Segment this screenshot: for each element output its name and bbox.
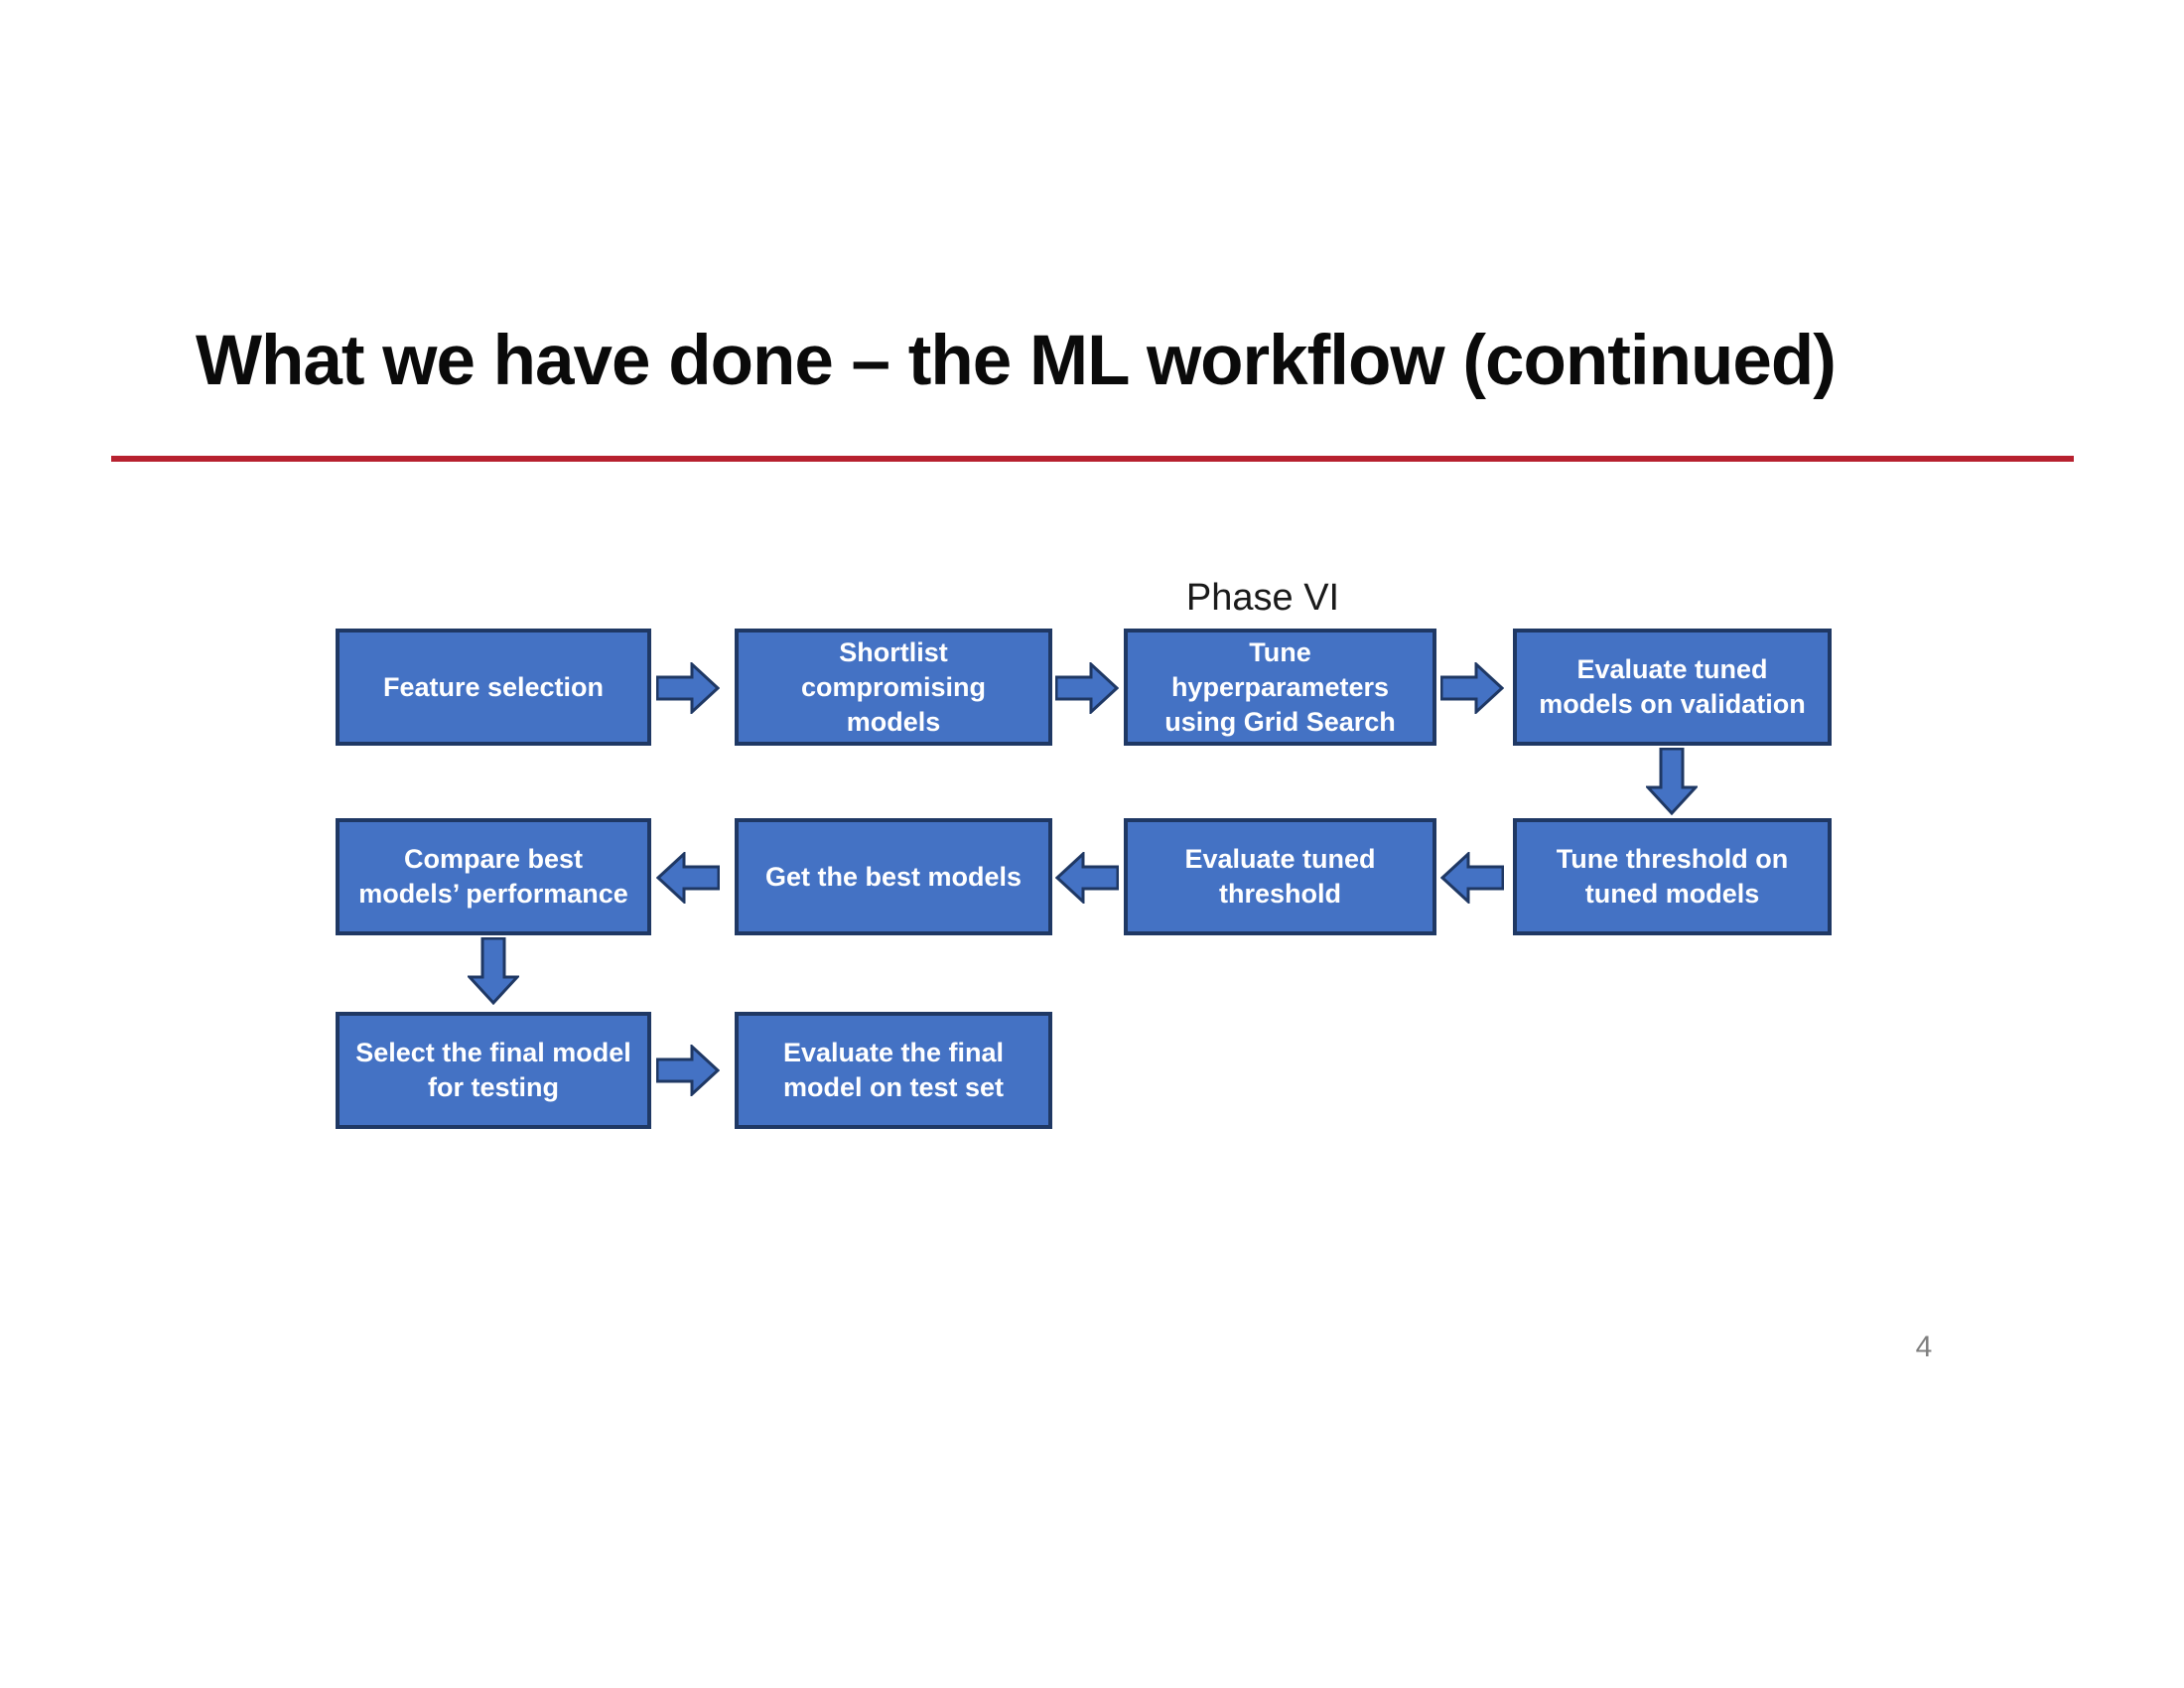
flow-box-compare-best-models: Compare best models’ performance	[336, 818, 651, 935]
flow-box-get-best-models: Get the best models	[735, 818, 1052, 935]
flow-box-label: Tune hyperparameters using Grid Search	[1164, 636, 1396, 737]
flow-box-shortlist-models: Shortlist compromising models	[735, 629, 1052, 746]
flow-box-label: Evaluate tuned models on validation	[1539, 654, 1806, 719]
flow-box-label: Compare best models’ performance	[358, 844, 628, 909]
flow-box-feature-selection: Feature selection	[336, 629, 651, 746]
arrow-down-icon	[1646, 748, 1698, 815]
flow-box-label: Select the final model for testing	[355, 1038, 631, 1102]
arrow-down-icon	[468, 937, 519, 1005]
arrow-right-icon	[1440, 662, 1504, 714]
flow-box-label: Evaluate the final model on test set	[782, 1038, 1005, 1102]
flow-box-evaluate-tuned-models: Evaluate tuned models on validation	[1513, 629, 1832, 746]
flow-box-tune-hyperparameters: Tune hyperparameters using Grid Search	[1124, 629, 1436, 746]
arrow-right-icon	[1055, 662, 1119, 714]
flow-box-evaluate-tuned-threshold: Evaluate tuned threshold	[1124, 818, 1436, 935]
page-number: 4	[1915, 1331, 1933, 1363]
flow-box-select-final-model: Select the final model for testing	[336, 1012, 651, 1129]
arrow-right-icon	[656, 662, 720, 714]
arrow-left-icon	[1440, 852, 1504, 904]
flow-box-label: Evaluate tuned threshold	[1184, 844, 1376, 909]
flow-box-evaluate-final-model: Evaluate the final model on test set	[735, 1012, 1052, 1129]
arrow-right-icon	[656, 1045, 720, 1096]
phase-label: Phase VI	[1185, 577, 1340, 619]
arrow-left-icon	[1055, 852, 1119, 904]
flow-box-label: Shortlist compromising models	[800, 636, 987, 737]
slide-title: What we have done – the ML workflow (con…	[196, 322, 1837, 400]
arrow-left-icon	[656, 852, 720, 904]
flow-box-tune-threshold: Tune threshold on tuned models	[1513, 818, 1832, 935]
flow-box-label: Tune threshold on tuned models	[1556, 844, 1789, 909]
flow-box-label: Feature selection	[382, 671, 605, 702]
flow-box-label: Get the best models	[764, 861, 1023, 892]
title-divider-line	[111, 456, 2074, 462]
